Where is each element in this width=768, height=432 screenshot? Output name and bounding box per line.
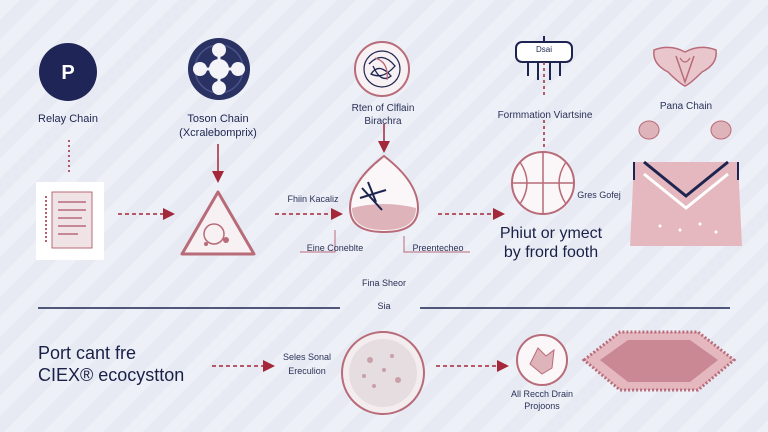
para-child-left [638, 120, 660, 140]
para-chain-node[interactable] [650, 44, 720, 88]
token-chain-node[interactable] [186, 36, 252, 102]
warning-triangle-icon [180, 190, 256, 256]
texture-pad [580, 326, 738, 396]
server-rack-icon [515, 36, 573, 98]
organ-icon [653, 46, 717, 87]
egg-engine-icon [348, 154, 420, 234]
chevron-banner-icon [630, 160, 742, 246]
engine-left-label: Eine Coneblte [306, 243, 364, 253]
svg-text:P: P [61, 62, 74, 84]
engine-node[interactable] [346, 152, 422, 234]
para-chain-label: Pana Chain [659, 101, 713, 112]
formation-title: Formmation Viartsine [497, 110, 593, 121]
triangle-node[interactable] [178, 188, 258, 260]
ball-icon [511, 151, 575, 215]
cluster-icon [710, 120, 732, 140]
token-chain-title: Toson Chain [187, 113, 249, 125]
exec-node[interactable] [340, 330, 426, 416]
ball-node[interactable] [510, 150, 576, 216]
petal-icon [516, 334, 568, 386]
para-child-right [710, 120, 732, 140]
cluster-icon [638, 120, 660, 140]
relay-chain-label: Relay Chain [38, 113, 98, 125]
result-node[interactable] [516, 334, 568, 386]
document-card[interactable] [36, 182, 104, 260]
bottom-heading-line2: CIEX® ecocystton [38, 365, 185, 385]
relay-chain-badge-icon: P [39, 43, 97, 101]
bridge-node[interactable] [353, 40, 411, 98]
tangle-icon [354, 41, 410, 97]
result-label-line1: All Recch Drain [510, 389, 574, 399]
flow-label: Fhiin Kacaliz [287, 194, 339, 204]
result-label-line2: Projoons [524, 401, 560, 411]
token-chain-subtitle: (Xcralebomprix) [179, 127, 257, 139]
formation-box-label: Dsai [535, 45, 552, 54]
side-label: Gres Gofej [577, 190, 621, 200]
exec-label-line1: Seles Sonal [282, 352, 332, 362]
middle-heading: Phiut or ymect by frord footh [499, 225, 603, 261]
engine-bracket [300, 230, 336, 253]
bridge-title: Rten of Clflain [351, 103, 415, 114]
bottom-heading-line1: Port cant fre [38, 343, 137, 363]
textured-pad-icon [581, 330, 737, 392]
exec-label-line2: Ereculion [288, 366, 326, 376]
engine-right-label: Preentecheo [412, 243, 464, 253]
relay-chain-node[interactable]: P [38, 42, 98, 102]
network-hub-icon [188, 38, 250, 100]
divider-tag: Sia [377, 301, 391, 311]
divider-title: Fina Sheor [361, 278, 407, 288]
engine-bracket-right [403, 236, 470, 253]
formation-node[interactable] [510, 36, 578, 100]
bridge-subtitle: Birachra [364, 116, 402, 127]
document-icon [45, 191, 93, 249]
chevron-banner [630, 150, 742, 246]
noise-sphere-icon [341, 331, 425, 415]
